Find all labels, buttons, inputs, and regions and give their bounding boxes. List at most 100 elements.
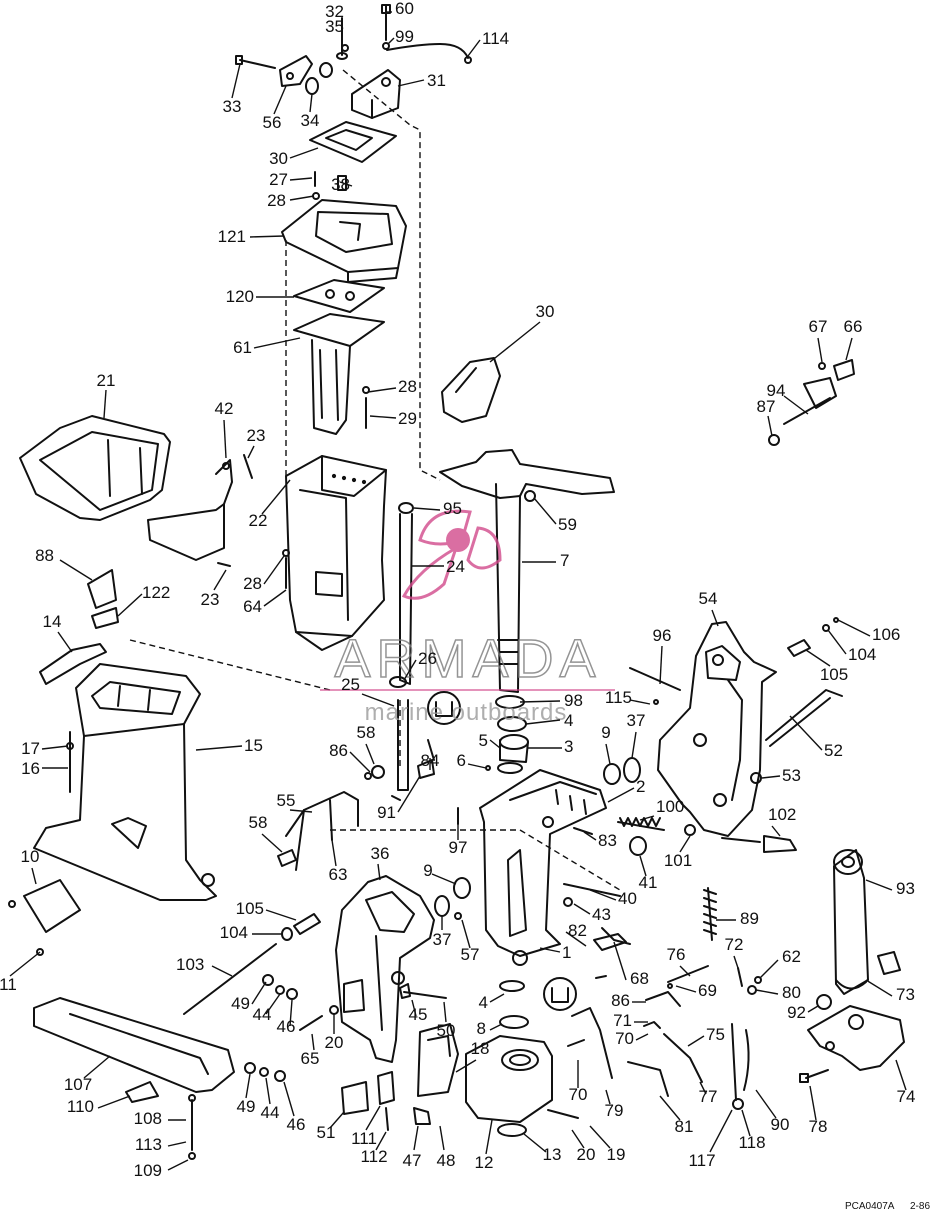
- callout-label: 8: [477, 1019, 486, 1038]
- callout-label: 117: [688, 1151, 715, 1170]
- callout-label: 63: [329, 865, 348, 884]
- callout-label: 97: [449, 838, 468, 857]
- leader-line-121: [249, 235, 285, 238]
- right-hardware: [563, 824, 797, 1110]
- swivel-bracket: [457, 695, 665, 966]
- callout-label: 16: [21, 759, 40, 778]
- callout-label: 11: [0, 975, 17, 994]
- leader-lines: [9, 11, 907, 1171]
- callout-label: 104: [848, 645, 876, 664]
- callout-label: 83: [598, 831, 617, 850]
- leader-line-77: [699, 1081, 707, 1095]
- leader-line-49: [251, 981, 267, 1005]
- leader-line-99: [387, 37, 395, 45]
- leader-line-64: [263, 589, 287, 607]
- leader-line-114: [467, 39, 481, 57]
- callout-label: 67: [809, 317, 828, 336]
- callout-label: 58: [249, 813, 268, 832]
- leader-line-105: [265, 909, 297, 921]
- callout-label: 18: [471, 1039, 490, 1058]
- leader-line-12: [485, 1119, 493, 1155]
- callout-label: 96: [653, 626, 672, 645]
- leader-line-50: [443, 1001, 447, 1023]
- leader-line-9: [431, 873, 457, 885]
- leader-line-91: [397, 775, 421, 813]
- callout-label: 30: [269, 149, 288, 168]
- callout-label: 80: [782, 983, 801, 1002]
- leader-line-28: [263, 555, 285, 585]
- diagram-code: PCA0407A: [845, 1201, 895, 1212]
- leader-line-34: [309, 93, 313, 113]
- callout-label: 50: [437, 1021, 456, 1040]
- callout-label: 45: [409, 1005, 428, 1024]
- callout-label: 9: [601, 723, 610, 742]
- callout-label: 75: [706, 1025, 725, 1044]
- leader-line-52: [789, 715, 823, 751]
- leader-line-86: [349, 751, 371, 773]
- callout-label: 61: [233, 338, 252, 357]
- callout-label: 74: [897, 1087, 916, 1106]
- leader-line-93: [865, 879, 893, 891]
- callout-label: 113: [135, 1135, 162, 1154]
- callout-label: 70: [569, 1085, 588, 1104]
- callout-label: 21: [97, 371, 116, 390]
- callout-label: 115: [605, 688, 632, 707]
- leader-line-102: [771, 825, 781, 837]
- callout-label: 84: [421, 751, 440, 770]
- leader-line-9: [605, 743, 611, 765]
- clamp-parts: [341, 1023, 459, 1131]
- callout-label: 121: [218, 227, 246, 246]
- callout-label: 92: [787, 1003, 806, 1022]
- leader-line-53: [761, 775, 781, 779]
- callout-label: 102: [768, 805, 796, 824]
- callout-label: 28: [243, 574, 262, 593]
- leader-line-15: [195, 745, 243, 751]
- leader-line-100: [639, 815, 655, 821]
- leader-line-36: [377, 863, 381, 881]
- leader-line-65: [311, 1033, 315, 1051]
- leader-line-14: [57, 631, 73, 653]
- leader-line-111: [365, 1105, 381, 1131]
- swivel-housing: [427, 691, 579, 1137]
- stern-bracket-left: [183, 875, 471, 1082]
- leader-line-80: [755, 989, 779, 995]
- leader-line-113: [167, 1141, 187, 1147]
- leader-line-18: [455, 1059, 477, 1073]
- callout-label: 88: [35, 546, 54, 565]
- callout-label: 100: [656, 797, 684, 816]
- lower-plate: [33, 997, 235, 1160]
- leader-line-106: [837, 619, 871, 637]
- callout-label: 5: [479, 731, 488, 750]
- callout-label: 103: [176, 955, 204, 974]
- callout-label: 6: [457, 751, 466, 770]
- callout-label: 73: [896, 985, 915, 1004]
- leader-line-122: [117, 593, 143, 617]
- leader-line-27: [289, 177, 313, 181]
- propeller-logo-icon: [401, 509, 502, 600]
- leader-line-98: [519, 700, 561, 703]
- callout-label: 7: [560, 551, 569, 570]
- leader-line-96: [659, 645, 663, 685]
- leader-line-94: [783, 395, 809, 415]
- callout-label: 99: [395, 27, 414, 46]
- leader-line-17: [41, 745, 69, 750]
- callout-label: 72: [725, 935, 744, 954]
- callout-label: 37: [627, 711, 646, 730]
- callout-label: 14: [43, 612, 62, 631]
- leader-line-51: [329, 1111, 345, 1129]
- leader-line-25: [361, 693, 395, 707]
- leader-line-62: [759, 959, 779, 979]
- callout-label: 68: [630, 969, 649, 988]
- callout-label: 37: [433, 930, 452, 949]
- callout-label: 44: [261, 1103, 280, 1122]
- callout-label: 66: [844, 317, 863, 336]
- leader-line-22: [261, 479, 291, 515]
- callout-label: 29: [398, 409, 417, 428]
- callout-label: 51: [317, 1123, 336, 1142]
- callout-label: 49: [231, 994, 250, 1013]
- leader-line-118: [741, 1109, 751, 1137]
- leader-line-57: [461, 919, 471, 949]
- lower-covers: [19, 415, 253, 567]
- callout-label: 24: [446, 557, 465, 576]
- callout-label: 2: [636, 777, 645, 796]
